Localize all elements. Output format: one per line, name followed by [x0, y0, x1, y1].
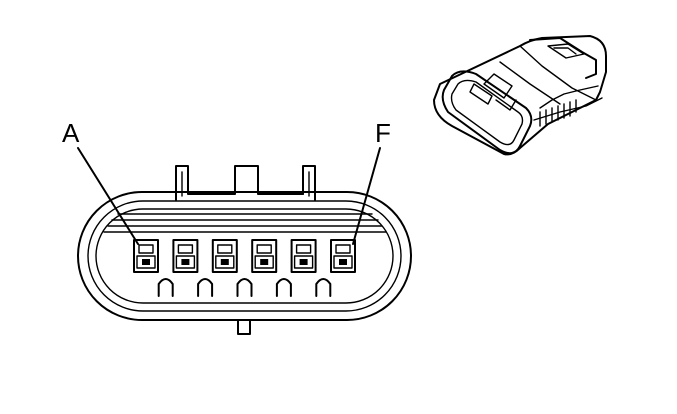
face-ribs	[103, 213, 387, 233]
pin-label-a-text: A	[62, 118, 80, 148]
keying-bump-2	[197, 278, 214, 297]
keying-bump-5	[315, 278, 332, 297]
terminal-1	[133, 239, 159, 273]
terminal-6	[330, 239, 356, 273]
bottom-key	[237, 319, 251, 335]
keying-bumps	[157, 278, 332, 297]
pin-label-f-text: F	[375, 118, 391, 148]
terminal-5	[290, 239, 317, 273]
pin-label-a: A	[62, 118, 139, 245]
housing-inner-rim	[87, 200, 402, 312]
connector-isometric-view	[433, 35, 607, 156]
keying-bump-4	[275, 278, 292, 297]
terminal-2	[172, 239, 199, 273]
pin-label-f: F	[352, 118, 391, 245]
keying-bump-1	[157, 278, 174, 297]
terminal-3	[211, 239, 238, 273]
terminal-4	[251, 239, 278, 273]
rear-ribs	[539, 99, 577, 127]
pin-a-leader	[77, 147, 139, 245]
keying-bump-3	[236, 278, 253, 297]
housing-inner-wall	[95, 208, 394, 304]
terminal-row	[133, 239, 356, 273]
pin-f-leader	[352, 147, 381, 245]
top-latch	[175, 165, 316, 201]
housing-outer	[77, 191, 412, 321]
connector-face-view	[77, 165, 412, 335]
